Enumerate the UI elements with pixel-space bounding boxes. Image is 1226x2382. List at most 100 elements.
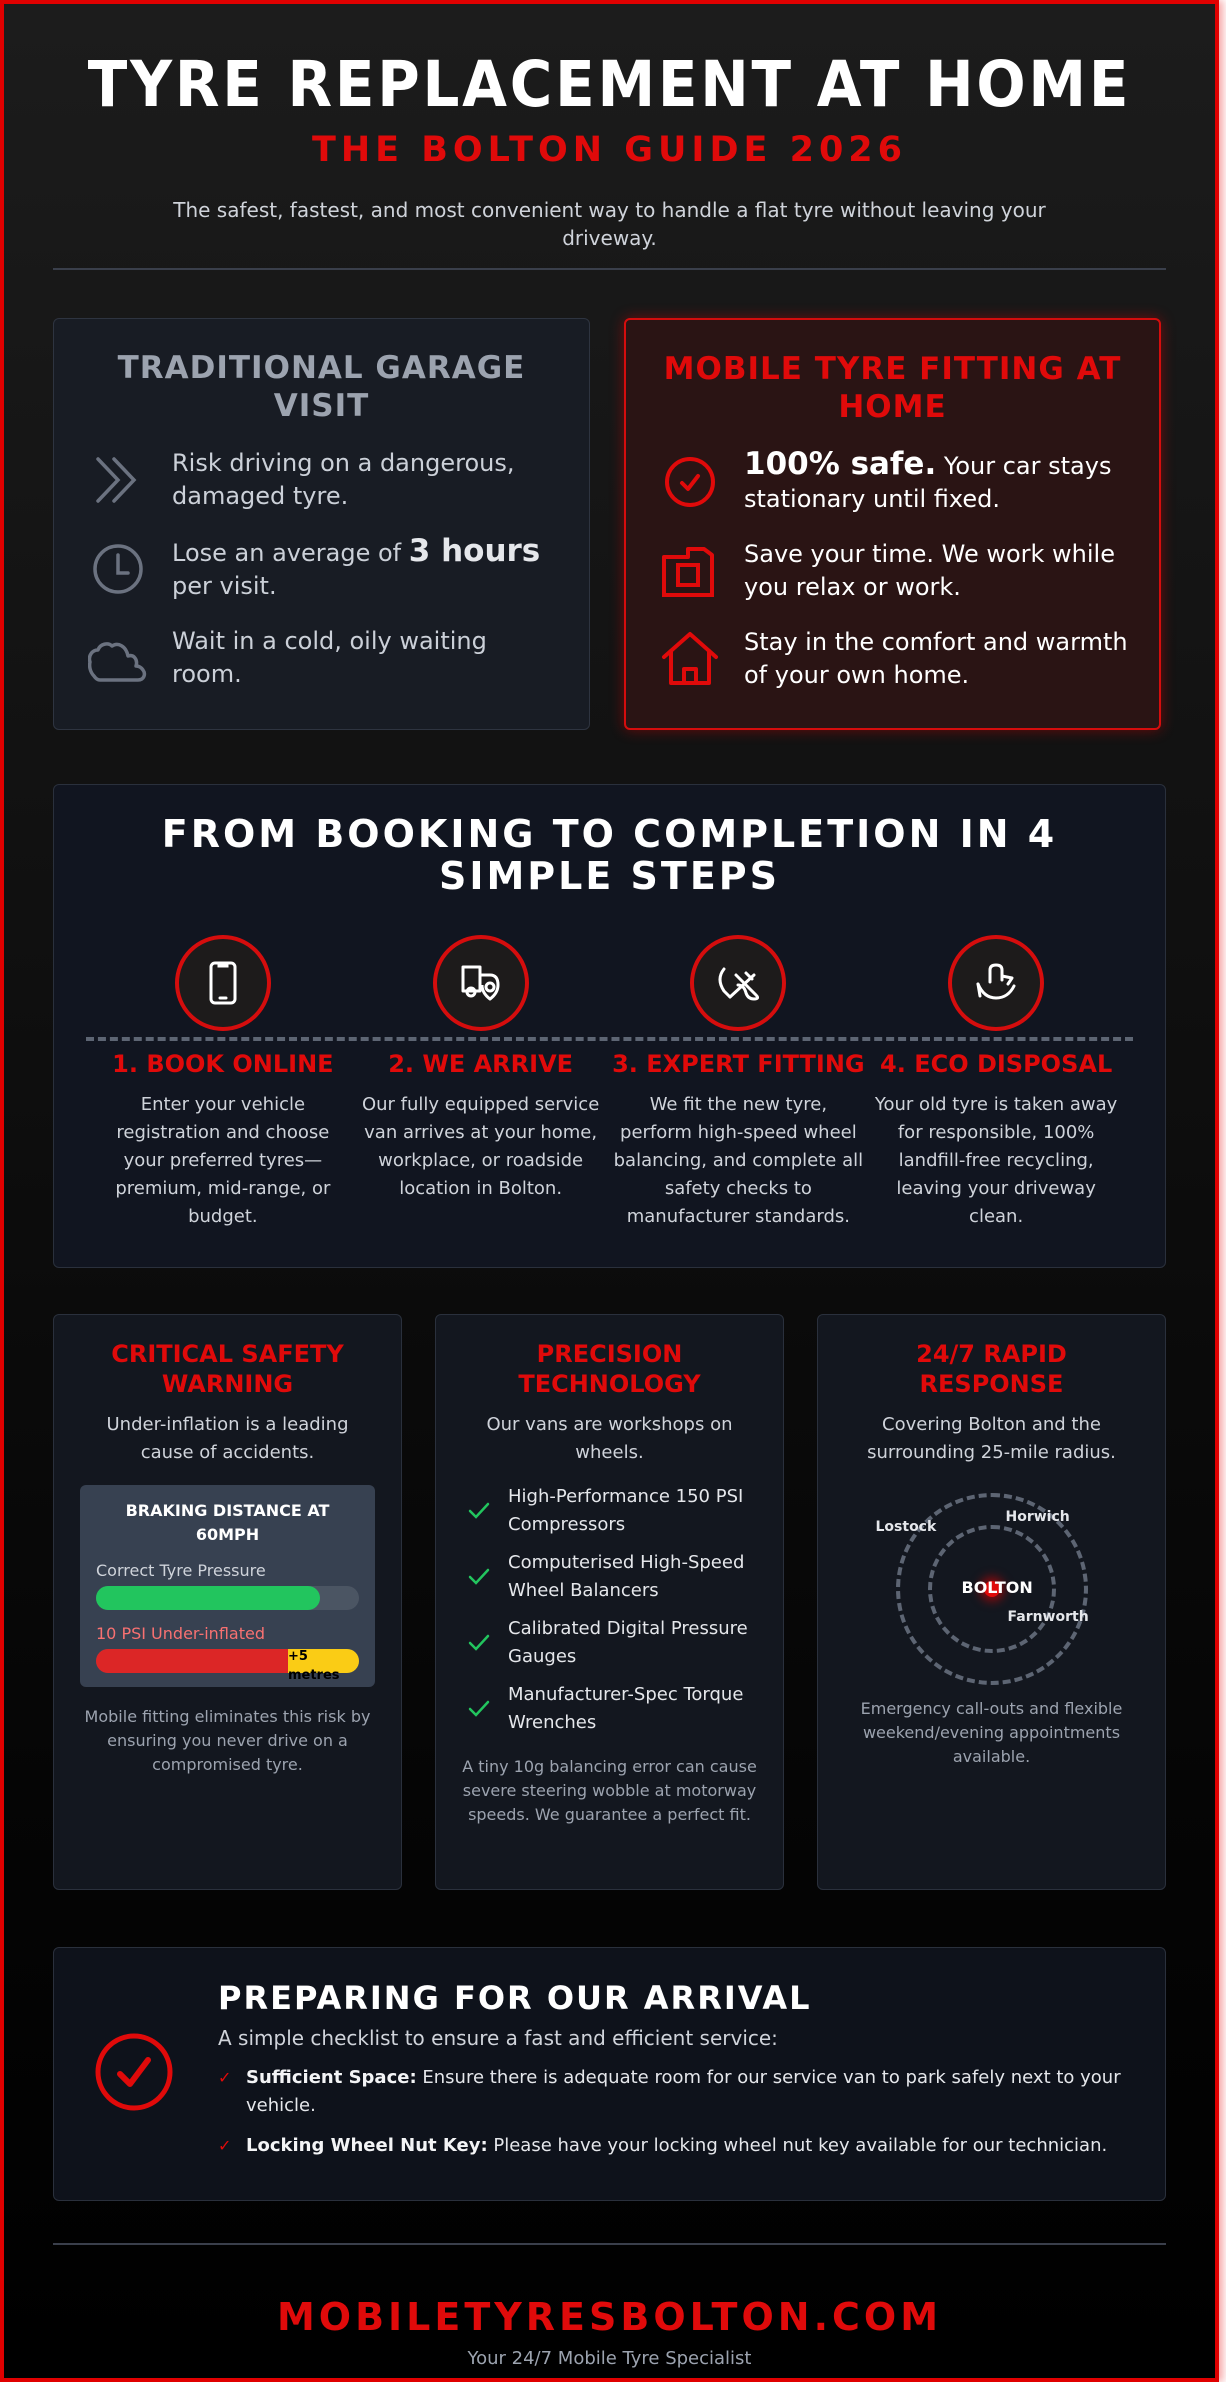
list-item: Computerised High-Speed Wheel Balancers [460,1549,759,1605]
feature-item: Risk driving on a dangerous, damaged tyr… [84,447,559,513]
laptop-bag-icon [660,541,720,601]
feature-text: 100% safe. Your car stays stationary unt… [744,446,1112,514]
card-subtitle: Covering Bolton and the surrounding 25-m… [867,1414,1116,1463]
card-title: MOBILE TYRE FITTING AT HOME [663,351,1122,425]
step-desc: Enter your vehicle registration and choo… [115,1094,331,1227]
outer-radius-ring [895,1493,1088,1685]
smartphone-icon [209,961,237,1005]
bar-extra-label: +5 metres [287,1649,340,1683]
steps-section: FROM BOOKING TO COMPLETION IN 4 SIMPLE S… [53,784,1166,1268]
feature-item: 100% safe. Your car stays stationary unt… [656,448,1129,516]
page-subtitle: THE BOLTON GUIDE 2026 [311,130,908,170]
equipment-list: High-Performance 150 PSI Compressors Com… [460,1483,759,1737]
step-item: 1. BOOK ONLINE Enter your vehicle regist… [94,935,352,1231]
check-mark-icon: ✓ [218,2068,232,2087]
inner-radius-ring [927,1525,1056,1653]
preparation-section: PREPARING FOR OUR ARRIVAL A simple check… [53,1947,1166,2201]
feature-cards: CRITICAL SAFETY WARNING Under-inflation … [53,1314,1166,1890]
bar-label-correct: Correct Tyre Pressure [96,1561,266,1580]
response-card: 24/7 RAPID RESPONSE Covering Bolton and … [817,1314,1166,1890]
braking-chart: BRAKING DISTANCE AT 60MPH Correct Tyre P… [80,1485,375,1687]
step-desc: We fit the new tyre, perform high-speed … [613,1094,864,1227]
wrench-tools-icon [718,967,760,1001]
section-title: FROM BOOKING TO COMPLETION IN 4 SIMPLE S… [161,812,1058,898]
footer: MOBILETYRESBOLTON.COM Your 24/7 Mobile T… [4,2294,1215,2369]
check-icon [468,1502,490,1519]
footer-tagline: Your 24/7 Mobile Tyre Specialist [467,2348,752,2369]
step-title: 2. WE ARRIVE [388,1050,574,1078]
cloud-icon [88,628,148,688]
checklist-item: ✓ Sufficient Space: Ensure there is adeq… [218,2064,1141,2120]
list-item: Calibrated Digital Pressure Gauges [460,1615,759,1671]
divider [53,2243,1166,2245]
safety-card: CRITICAL SAFETY WARNING Under-inflation … [53,1314,402,1890]
mobile-card: MOBILE TYRE FITTING AT HOME 100% safe. Y… [624,318,1161,730]
step-item: 2. WE ARRIVE Our fully equipped service … [352,935,610,1231]
bar-fill-under [96,1649,288,1673]
step-title: 1. BOOK ONLINE [112,1050,334,1078]
step-icon-circle [174,935,271,1031]
step-title: 3. EXPERT FITTING [612,1050,865,1078]
step-desc: Our fully equipped service van arrives a… [361,1094,600,1199]
card-note: Emergency call-outs and flexible weekend… [860,1699,1123,1766]
section-title: PREPARING FOR OUR ARRIVAL [218,1979,812,2017]
section-subtitle: A simple checklist to ensure a fast and … [218,2026,778,2050]
checklist-item: ✓ Locking Wheel Nut Key: Please have you… [218,2132,1141,2160]
double-chevron-icon [88,450,148,510]
header: TYRE REPLACEMENT AT HOME THE BOLTON GUID… [4,46,1215,252]
timeline-line [86,1037,1133,1041]
feature-item: Lose an average of 3 hours per visit. [84,535,559,603]
check-mark-icon: ✓ [218,2136,232,2155]
card-title: CRITICAL SAFETY WARNING [111,1340,344,1398]
house-icon [660,629,720,689]
card-note: Mobile fitting eliminates this risk by e… [84,1707,371,1774]
map-center-label: BOLTON [961,1578,1033,1597]
card-note: A tiny 10g balancing error can cause sev… [462,1757,757,1824]
card-title: TRADITIONAL GARAGE VISIT [117,350,526,424]
bar-under: +5 metres [96,1649,359,1683]
feature-text: Wait in a cold, oily waiting room. [172,627,487,688]
list-item: Manufacturer-Spec Torque Wrenches [460,1681,759,1737]
feature-text: Stay in the comfort and warmth of your o… [744,628,1128,689]
location-pin-icon [983,1581,1000,1597]
divider [53,268,1166,270]
website-link[interactable]: MOBILETYRESBOLTON.COM [276,2295,943,2339]
feature-text: Save your time. We work while you relax … [744,540,1115,601]
feature-text: Lose an average of 3 hours per visit. [172,533,541,601]
coverage-map: BOLTON Lostock Horwich Farnworth [862,1489,1122,1689]
bar-fill-extra [287,1649,359,1673]
step-icon-circle [690,935,787,1031]
feature-item: Save your time. We work while you relax … [656,538,1129,604]
card-subtitle: Under-inflation is a leading cause of ac… [106,1414,349,1463]
check-circle-icon [660,452,720,512]
technology-card: PRECISION TECHNOLOGY Our vans are worksh… [435,1314,784,1890]
map-town-label: Horwich [1005,1509,1070,1525]
van-location-icon [461,965,500,1001]
bar-correct [96,1586,359,1610]
bar-fill-correct [96,1586,320,1610]
check-icon [468,1634,490,1651]
map-town-label: Farnworth [1007,1609,1089,1625]
map-town-label: Lostock [875,1519,937,1535]
step-title: 4. ECO DISPOSAL [880,1050,1113,1078]
check-circle-icon [94,2032,174,2116]
traditional-card: TRADITIONAL GARAGE VISIT Risk driving on… [53,318,590,730]
page-title: TYRE REPLACEMENT AT HOME [87,48,1132,121]
feature-text: Risk driving on a dangerous, damaged tyr… [172,449,515,510]
feature-item: Stay in the comfort and warmth of your o… [656,626,1129,692]
recycle-icon [976,963,1016,1000]
intro-text: The safest, fastest, and most convenient… [173,198,1046,250]
preparation-body: PREPARING FOR OUR ARRIVAL A simple check… [218,1978,1141,2160]
card-title: 24/7 RAPID RESPONSE [916,1340,1067,1398]
clock-icon [88,539,148,599]
check-icon [468,1568,490,1585]
step-icon-circle [948,935,1045,1031]
step-desc: Your old tyre is taken away for responsi… [874,1094,1118,1227]
card-title: PRECISION TECHNOLOGY [518,1340,701,1398]
bar-label-under: 10 PSI Under-inflated [96,1624,265,1643]
card-subtitle: Our vans are workshops on wheels. [486,1414,733,1463]
check-icon [468,1700,490,1717]
list-item: High-Performance 150 PSI Compressors [460,1483,759,1539]
step-item: 3. EXPERT FITTING We fit the new tyre, p… [610,935,868,1231]
